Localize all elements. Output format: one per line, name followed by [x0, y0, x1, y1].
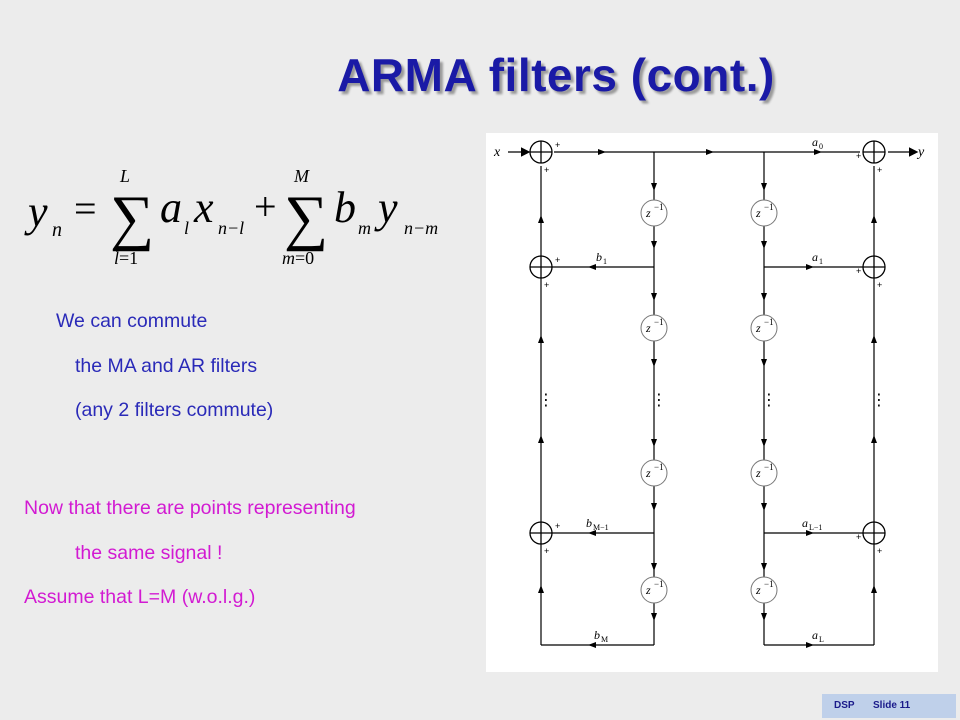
- footer: DSP Slide 11: [822, 694, 956, 718]
- svg-text:⋮: ⋮: [761, 390, 777, 409]
- svg-text:∑: ∑: [284, 184, 328, 252]
- coef-aL: a: [812, 628, 818, 642]
- output-label: y: [916, 145, 925, 160]
- svg-text:⋮: ⋮: [651, 390, 667, 409]
- delay-label: z: [645, 206, 651, 220]
- svg-text:−1: −1: [654, 579, 664, 589]
- continuation-dots: ⋮: [538, 390, 554, 409]
- svg-text:+: +: [544, 280, 549, 290]
- bullet-commute: We can commute: [56, 310, 208, 332]
- svg-text:+: +: [856, 151, 861, 161]
- svg-text:+: +: [555, 140, 560, 150]
- page-title: ARMA filters (cont.): [337, 49, 775, 101]
- svg-text:=: =: [74, 186, 97, 231]
- input-label: x: [493, 145, 501, 160]
- svg-text:n: n: [52, 219, 62, 241]
- svg-text:+: +: [555, 255, 560, 265]
- svg-text:n−l: n−l: [218, 218, 244, 238]
- svg-text:m=0: m=0: [282, 248, 314, 268]
- bullet-any-two: (any 2 filters commute): [75, 399, 274, 421]
- svg-text:−1: −1: [654, 317, 664, 327]
- svg-text:z: z: [755, 206, 761, 220]
- svg-text:y: y: [374, 183, 398, 232]
- bullet-assume: Assume that L=M (w.o.l.g.): [24, 586, 256, 608]
- arma-block-diagram: z −1 z −1 z −1 z −1 z −1 z −1 z −1 z −1 …: [486, 133, 938, 672]
- svg-text:M: M: [293, 166, 310, 186]
- svg-text:−1: −1: [654, 462, 664, 472]
- svg-text:z: z: [645, 583, 651, 597]
- svg-text:l: l: [184, 218, 189, 238]
- svg-text:z: z: [645, 466, 651, 480]
- svg-text:+: +: [544, 165, 549, 175]
- svg-text:+: +: [877, 165, 882, 175]
- svg-text:b: b: [334, 183, 356, 232]
- coef-aL-1: a: [802, 516, 808, 530]
- svg-text:M: M: [601, 635, 608, 644]
- svg-text:+: +: [856, 532, 861, 542]
- svg-text:z: z: [755, 583, 761, 597]
- coef-bM: b: [594, 628, 600, 642]
- svg-text:L: L: [819, 635, 824, 644]
- bullet-ma-ar: the MA and AR filters: [75, 355, 258, 377]
- footer-label: DSP: [834, 700, 855, 711]
- svg-text:L−1: L−1: [809, 523, 822, 532]
- svg-text:1: 1: [819, 257, 823, 266]
- coef-bM-1: b: [586, 516, 592, 530]
- svg-text:+: +: [877, 546, 882, 556]
- bullet-same-signal: the same signal !: [75, 542, 223, 564]
- svg-text:⋮: ⋮: [871, 390, 887, 409]
- coef-b1: b: [596, 250, 602, 264]
- svg-text:−1: −1: [764, 317, 774, 327]
- svg-text:−1: −1: [764, 462, 774, 472]
- svg-text:L: L: [119, 166, 130, 186]
- svg-text:1: 1: [603, 257, 607, 266]
- svg-text:y: y: [24, 187, 48, 236]
- svg-text:∑: ∑: [110, 184, 154, 252]
- svg-text:z: z: [755, 466, 761, 480]
- svg-text:M−1: M−1: [593, 523, 609, 532]
- svg-text:+: +: [544, 546, 549, 556]
- svg-text:n−m: n−m: [404, 218, 438, 238]
- svg-text:+: +: [254, 184, 277, 229]
- svg-text:−1: −1: [654, 202, 664, 212]
- svg-text:z: z: [645, 321, 651, 335]
- arma-formula: y n = ∑ L l=1 a l x n−l + ∑ M m=0 b m y …: [24, 166, 438, 268]
- coef-a1: a: [812, 250, 818, 264]
- svg-text:+: +: [555, 521, 560, 531]
- svg-text:l=1: l=1: [114, 248, 138, 268]
- svg-text:−1: −1: [764, 202, 774, 212]
- svg-text:z: z: [755, 321, 761, 335]
- svg-text:m: m: [358, 218, 371, 238]
- svg-text:+: +: [877, 280, 882, 290]
- svg-text:0: 0: [819, 142, 823, 151]
- svg-text:x: x: [193, 183, 214, 232]
- slide-number: Slide 11: [873, 700, 911, 711]
- svg-text:+: +: [856, 266, 861, 276]
- bullet-points-representing: Now that there are points representing: [24, 497, 356, 519]
- svg-text:a: a: [160, 183, 182, 232]
- svg-text:−1: −1: [764, 579, 774, 589]
- coef-a0: a: [812, 135, 818, 149]
